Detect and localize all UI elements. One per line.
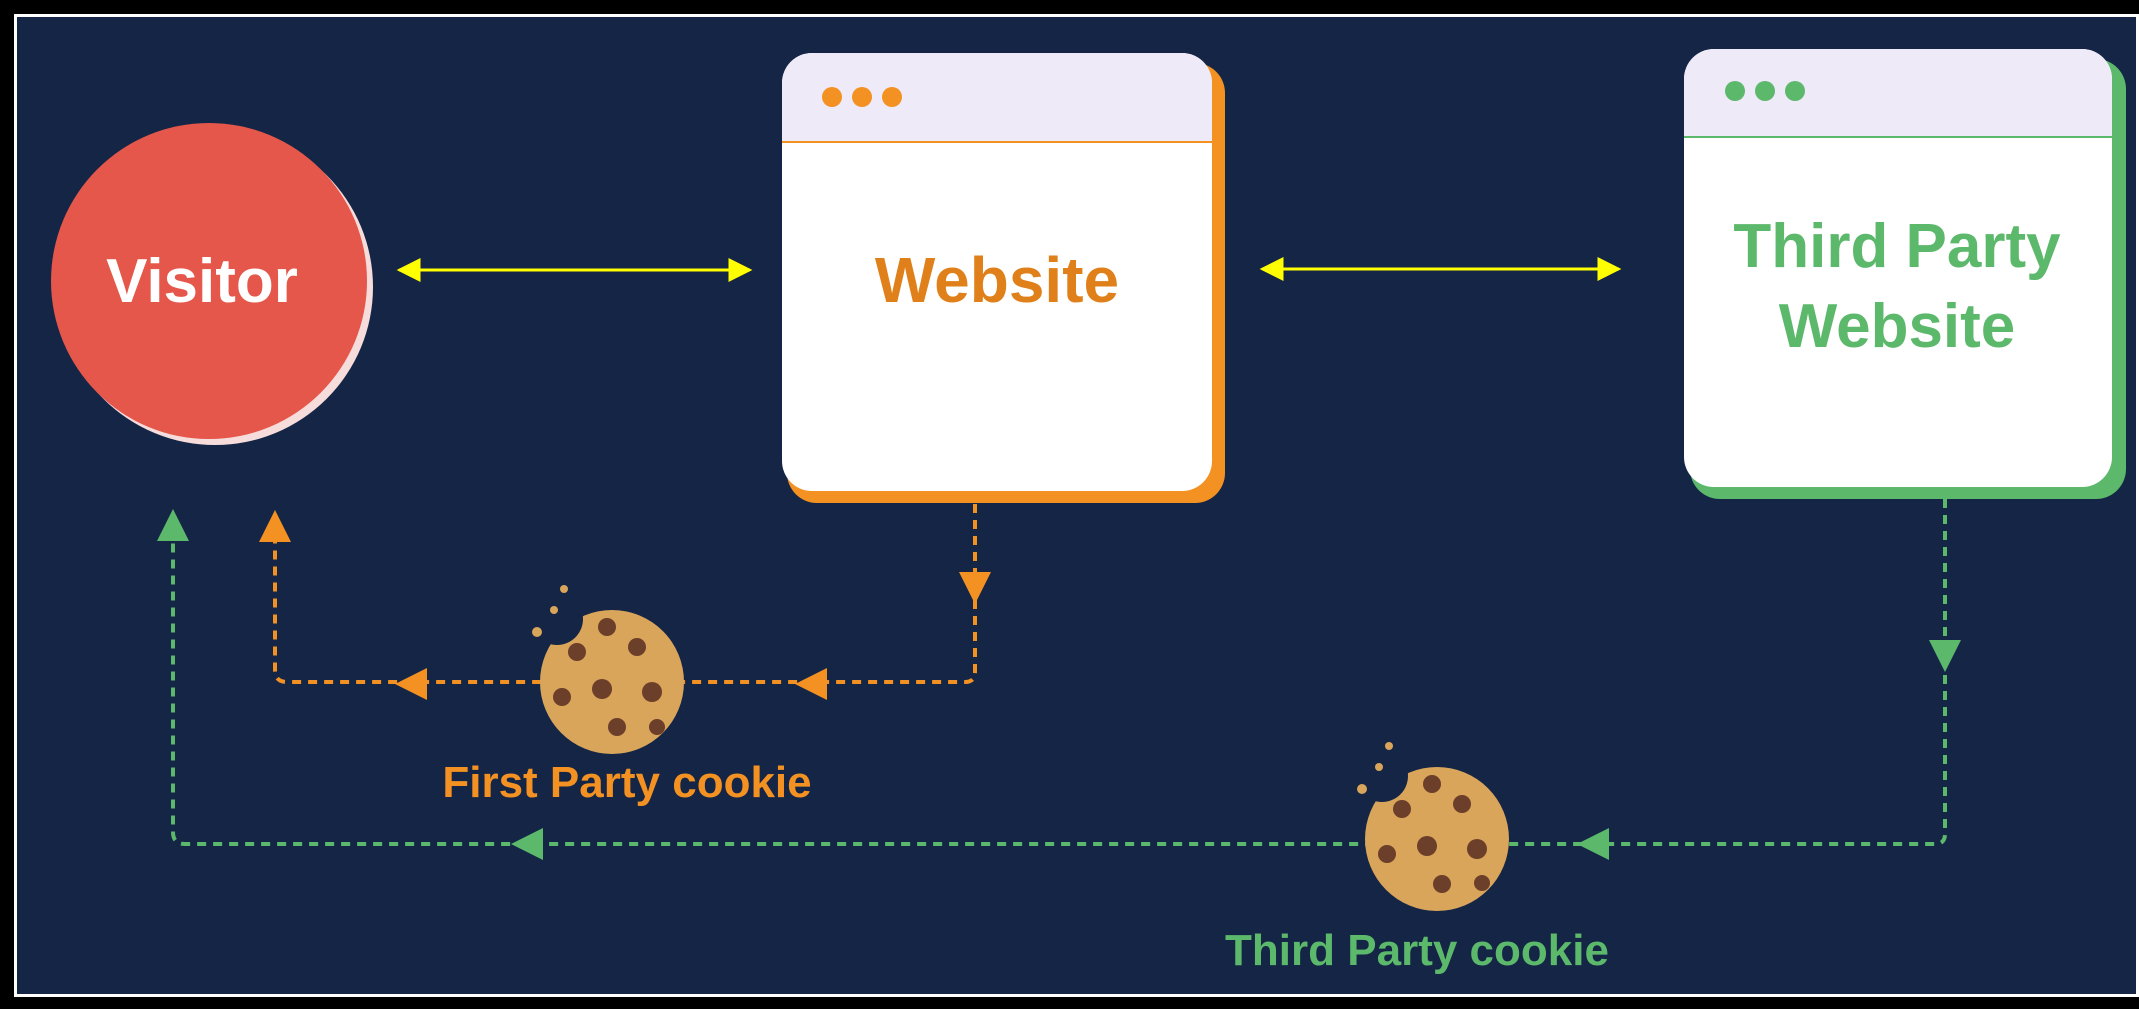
window-dot-icon <box>882 87 902 107</box>
visitor-label: Visitor <box>106 247 298 316</box>
first-party-cookie-label: First Party cookie <box>442 758 811 807</box>
window-dot-icon <box>1755 81 1775 101</box>
window-dot-icon <box>852 87 872 107</box>
arrow-left-icon <box>395 668 427 700</box>
visitor-node: Visitor <box>51 123 373 445</box>
arrow-down-icon <box>959 572 991 604</box>
first-party-cookie-icon <box>531 585 684 754</box>
third-party-label-line2: Website <box>1779 292 2016 361</box>
arrow-up-icon <box>259 510 291 542</box>
third-party-box <box>1684 49 2112 487</box>
website-titlebar <box>782 53 1212 142</box>
website-box <box>782 53 1212 491</box>
third-party-flow-line <box>171 499 1947 846</box>
cookie-flow-diagram: Visitor Website <box>51 49 2126 975</box>
window-dot-icon <box>822 87 842 107</box>
website-label: Website <box>875 244 1119 316</box>
third-party-node: Third Party Website <box>1684 49 2126 499</box>
visitor-circle <box>51 123 367 439</box>
website-node: Website <box>782 53 1225 503</box>
window-dot-icon <box>1785 81 1805 101</box>
arrow-left-icon <box>795 668 827 700</box>
diagram-canvas: Visitor Website <box>14 14 2139 997</box>
third-party-titlebar <box>1684 49 2112 137</box>
arrow-left-icon <box>1577 828 1609 860</box>
arrow-down-icon <box>1929 640 1961 672</box>
arrow-left-icon <box>511 828 543 860</box>
third-party-label-line1: Third Party <box>1733 212 2061 281</box>
arrow-up-icon <box>157 509 189 541</box>
third-party-cookie-icon <box>1356 742 1509 911</box>
third-party-cookie-label: Third Party cookie <box>1225 926 1609 975</box>
window-dot-icon <box>1725 81 1745 101</box>
